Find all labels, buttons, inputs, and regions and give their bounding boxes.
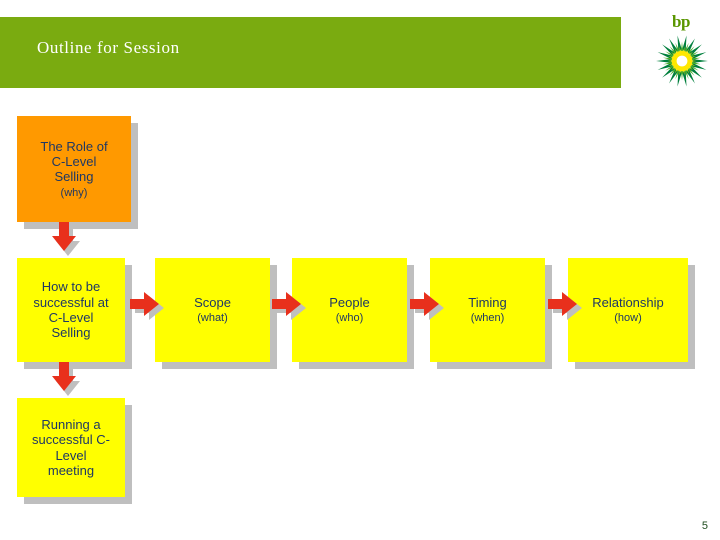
bp-helios-logo: bp bbox=[650, 12, 716, 90]
box-label-line1: How to be bbox=[41, 279, 101, 295]
bp-wordmark: bp bbox=[672, 12, 690, 31]
box-label-line2: successful at bbox=[33, 294, 109, 310]
flow-box-relationship[interactable]: Relationship (how) bbox=[568, 258, 695, 369]
box-label-line1: Scope bbox=[194, 294, 231, 310]
arrow-scope-to-people bbox=[272, 292, 306, 324]
box-label-line3: Selling bbox=[54, 169, 94, 185]
box-label-line3: C-Level bbox=[48, 310, 94, 325]
box-label-line1: Running a bbox=[41, 416, 101, 432]
flow-box-role-of-c-level-selling[interactable]: The Role of C-Level Selling (why) bbox=[17, 116, 138, 229]
box-label-stack: Running a successful C- Level meeting bbox=[17, 417, 125, 478]
box-fill bbox=[568, 258, 688, 362]
box-label-line1: Relationship bbox=[592, 294, 664, 310]
flow-box-how-to-be-successful[interactable]: How to be successful at C-Level Selling bbox=[17, 258, 132, 369]
arrow-role-to-howto bbox=[52, 222, 86, 262]
box-label-stack: Timing (when) bbox=[430, 295, 545, 325]
arrow-timing-to-relationship bbox=[548, 292, 582, 324]
page-title: Outline for Session bbox=[37, 38, 180, 57]
box-label-stack: Scope (what) bbox=[155, 295, 270, 325]
box-label-line2: successful C- bbox=[31, 432, 111, 448]
box-sublabel: (who) bbox=[335, 312, 364, 325]
box-label-line3: Level bbox=[55, 447, 87, 463]
box-sublabel: (when) bbox=[470, 312, 505, 325]
box-label-line4: meeting bbox=[47, 462, 95, 478]
flow-box-running-a-successful-meeting[interactable]: Running a successful C- Level meeting bbox=[17, 398, 132, 504]
flow-box-scope[interactable]: Scope (what) bbox=[155, 258, 277, 369]
box-label-line1: People bbox=[329, 294, 370, 310]
box-label-line2: C-Level bbox=[51, 153, 97, 169]
box-label-stack: How to be successful at C-Level Selling bbox=[17, 279, 125, 340]
arrow-howto-to-running bbox=[52, 362, 86, 402]
box-label-line1: Timing bbox=[468, 294, 507, 310]
page-number: 5 bbox=[701, 520, 708, 532]
arrow-people-to-timing bbox=[410, 292, 444, 324]
flow-box-people[interactable]: People (who) bbox=[292, 258, 414, 369]
box-label-stack: Relationship (how) bbox=[568, 295, 688, 325]
arrow-howto-to-scope bbox=[130, 292, 164, 324]
box-fill bbox=[292, 258, 407, 362]
header-banner bbox=[0, 17, 621, 88]
box-label-line1: The Role of bbox=[40, 138, 108, 154]
box-label-stack: The Role of C-Level Selling (why) bbox=[17, 139, 131, 200]
box-sublabel: (why) bbox=[60, 186, 88, 199]
box-fill bbox=[17, 116, 131, 222]
flow-box-timing[interactable]: Timing (when) bbox=[430, 258, 552, 369]
box-label-line4: Selling bbox=[51, 325, 91, 341]
box-sublabel: (what) bbox=[197, 312, 228, 325]
box-fill bbox=[430, 258, 545, 362]
box-fill bbox=[17, 398, 125, 497]
box-fill bbox=[17, 258, 125, 362]
box-fill bbox=[155, 258, 270, 362]
box-sublabel: (how) bbox=[614, 312, 642, 325]
box-label-stack: People (who) bbox=[292, 295, 407, 325]
helios-sunburst-icon bbox=[656, 35, 708, 87]
